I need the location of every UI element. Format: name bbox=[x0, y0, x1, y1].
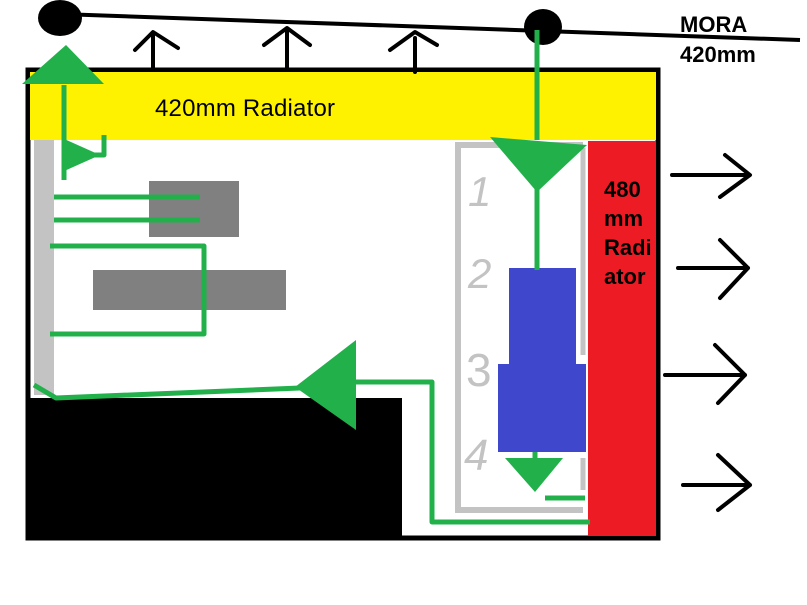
airflow-right-arrows bbox=[663, 153, 752, 512]
top-radiator-label: 420mm Radiator bbox=[155, 95, 336, 122]
gpu-waterblock-bottom bbox=[498, 364, 586, 452]
airflow-right-arrow-3 bbox=[663, 343, 747, 405]
coolant-line-return-left bbox=[32, 382, 301, 401]
gpu-waterblock-top bbox=[509, 268, 576, 368]
airflow-right-arrow-2 bbox=[676, 238, 750, 300]
rear-frame-strip bbox=[34, 140, 54, 395]
side-radiator-480mm bbox=[588, 141, 656, 536]
coolant-line-gpu-run-1 bbox=[50, 243, 207, 300]
cpu-block bbox=[149, 181, 239, 237]
mora-label: MORA 420mm bbox=[680, 12, 756, 67]
coolant-line-return bbox=[350, 379, 590, 525]
psu-shroud bbox=[28, 398, 402, 538]
slot-number-2: 2 bbox=[467, 250, 491, 297]
slot-number-4: 4 bbox=[464, 431, 488, 480]
mora-node-right bbox=[524, 9, 562, 45]
airflow-up-arrow-1 bbox=[133, 30, 180, 72]
airflow-up-arrow-2 bbox=[262, 26, 312, 72]
coolant-arrow-down-small-icon bbox=[505, 458, 563, 492]
slot-number-1: 1 bbox=[468, 168, 491, 215]
slot-number-3: 3 bbox=[466, 344, 492, 396]
coolant-arrow-up-icon bbox=[22, 45, 104, 84]
gpu-card bbox=[93, 270, 286, 310]
airflow-up-arrows bbox=[133, 26, 439, 74]
coolant-arrow-left-icon bbox=[295, 340, 356, 430]
airflow-right-arrow-4 bbox=[681, 453, 752, 512]
coolant-arrow-down-icon bbox=[490, 137, 587, 192]
airflow-right-arrow-1 bbox=[670, 153, 752, 199]
coolant-arrowheads bbox=[22, 45, 587, 492]
side-radiator-label: 480mmRadiator bbox=[604, 177, 652, 289]
airflow-up-arrow-3 bbox=[388, 30, 439, 74]
top-radiator-420mm bbox=[30, 72, 656, 140]
coolant-line-gpu-run-2 bbox=[50, 300, 207, 337]
coolant-arrow-right-small-icon bbox=[62, 138, 100, 172]
mora-line bbox=[59, 12, 801, 42]
mora-node-left bbox=[38, 0, 82, 36]
